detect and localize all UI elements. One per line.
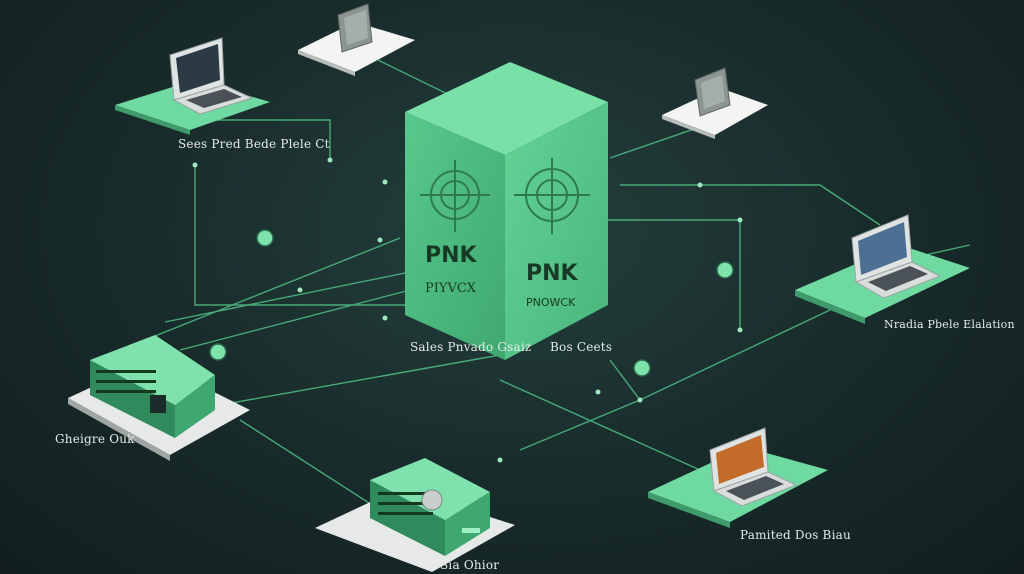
laptop-bottom-right [648, 427, 828, 528]
label-server-right: Bos Ceets [550, 340, 613, 354]
label-bottom-right-laptop: Pamited Dos Biau [740, 528, 851, 542]
link-badges [209, 229, 734, 377]
connection-lines [149, 59, 971, 511]
laptop-top-left [115, 37, 270, 135]
label-server-left: Sales Pnvado Gsaiz [410, 340, 532, 354]
switch-bottom [315, 458, 515, 572]
server-left-title: PNK [425, 243, 478, 268]
monitor-top-right [662, 67, 768, 139]
laptop-right [795, 214, 970, 324]
label-left-switch: Gheigre Ouk [55, 432, 135, 446]
server-right-title: PNK [526, 261, 579, 286]
target-icon [514, 158, 590, 234]
switch-left [68, 335, 250, 461]
monitor-top [298, 3, 415, 76]
server-left-subtitle: PIYVCX [425, 281, 477, 296]
label-right-laptop: Nradia Pbele Elalation [884, 318, 1015, 331]
server-right-subtitle: PNOWCK [526, 296, 576, 309]
target-icon [420, 160, 490, 232]
label-top-left-laptop: Sees Pred Bede Plele Ct [178, 137, 330, 151]
connection-nodes [192, 157, 743, 463]
central-server: PNK PIYVCX PNK PNOWCK [405, 62, 608, 360]
label-bottom-switch: Sia Ohior [440, 558, 500, 572]
